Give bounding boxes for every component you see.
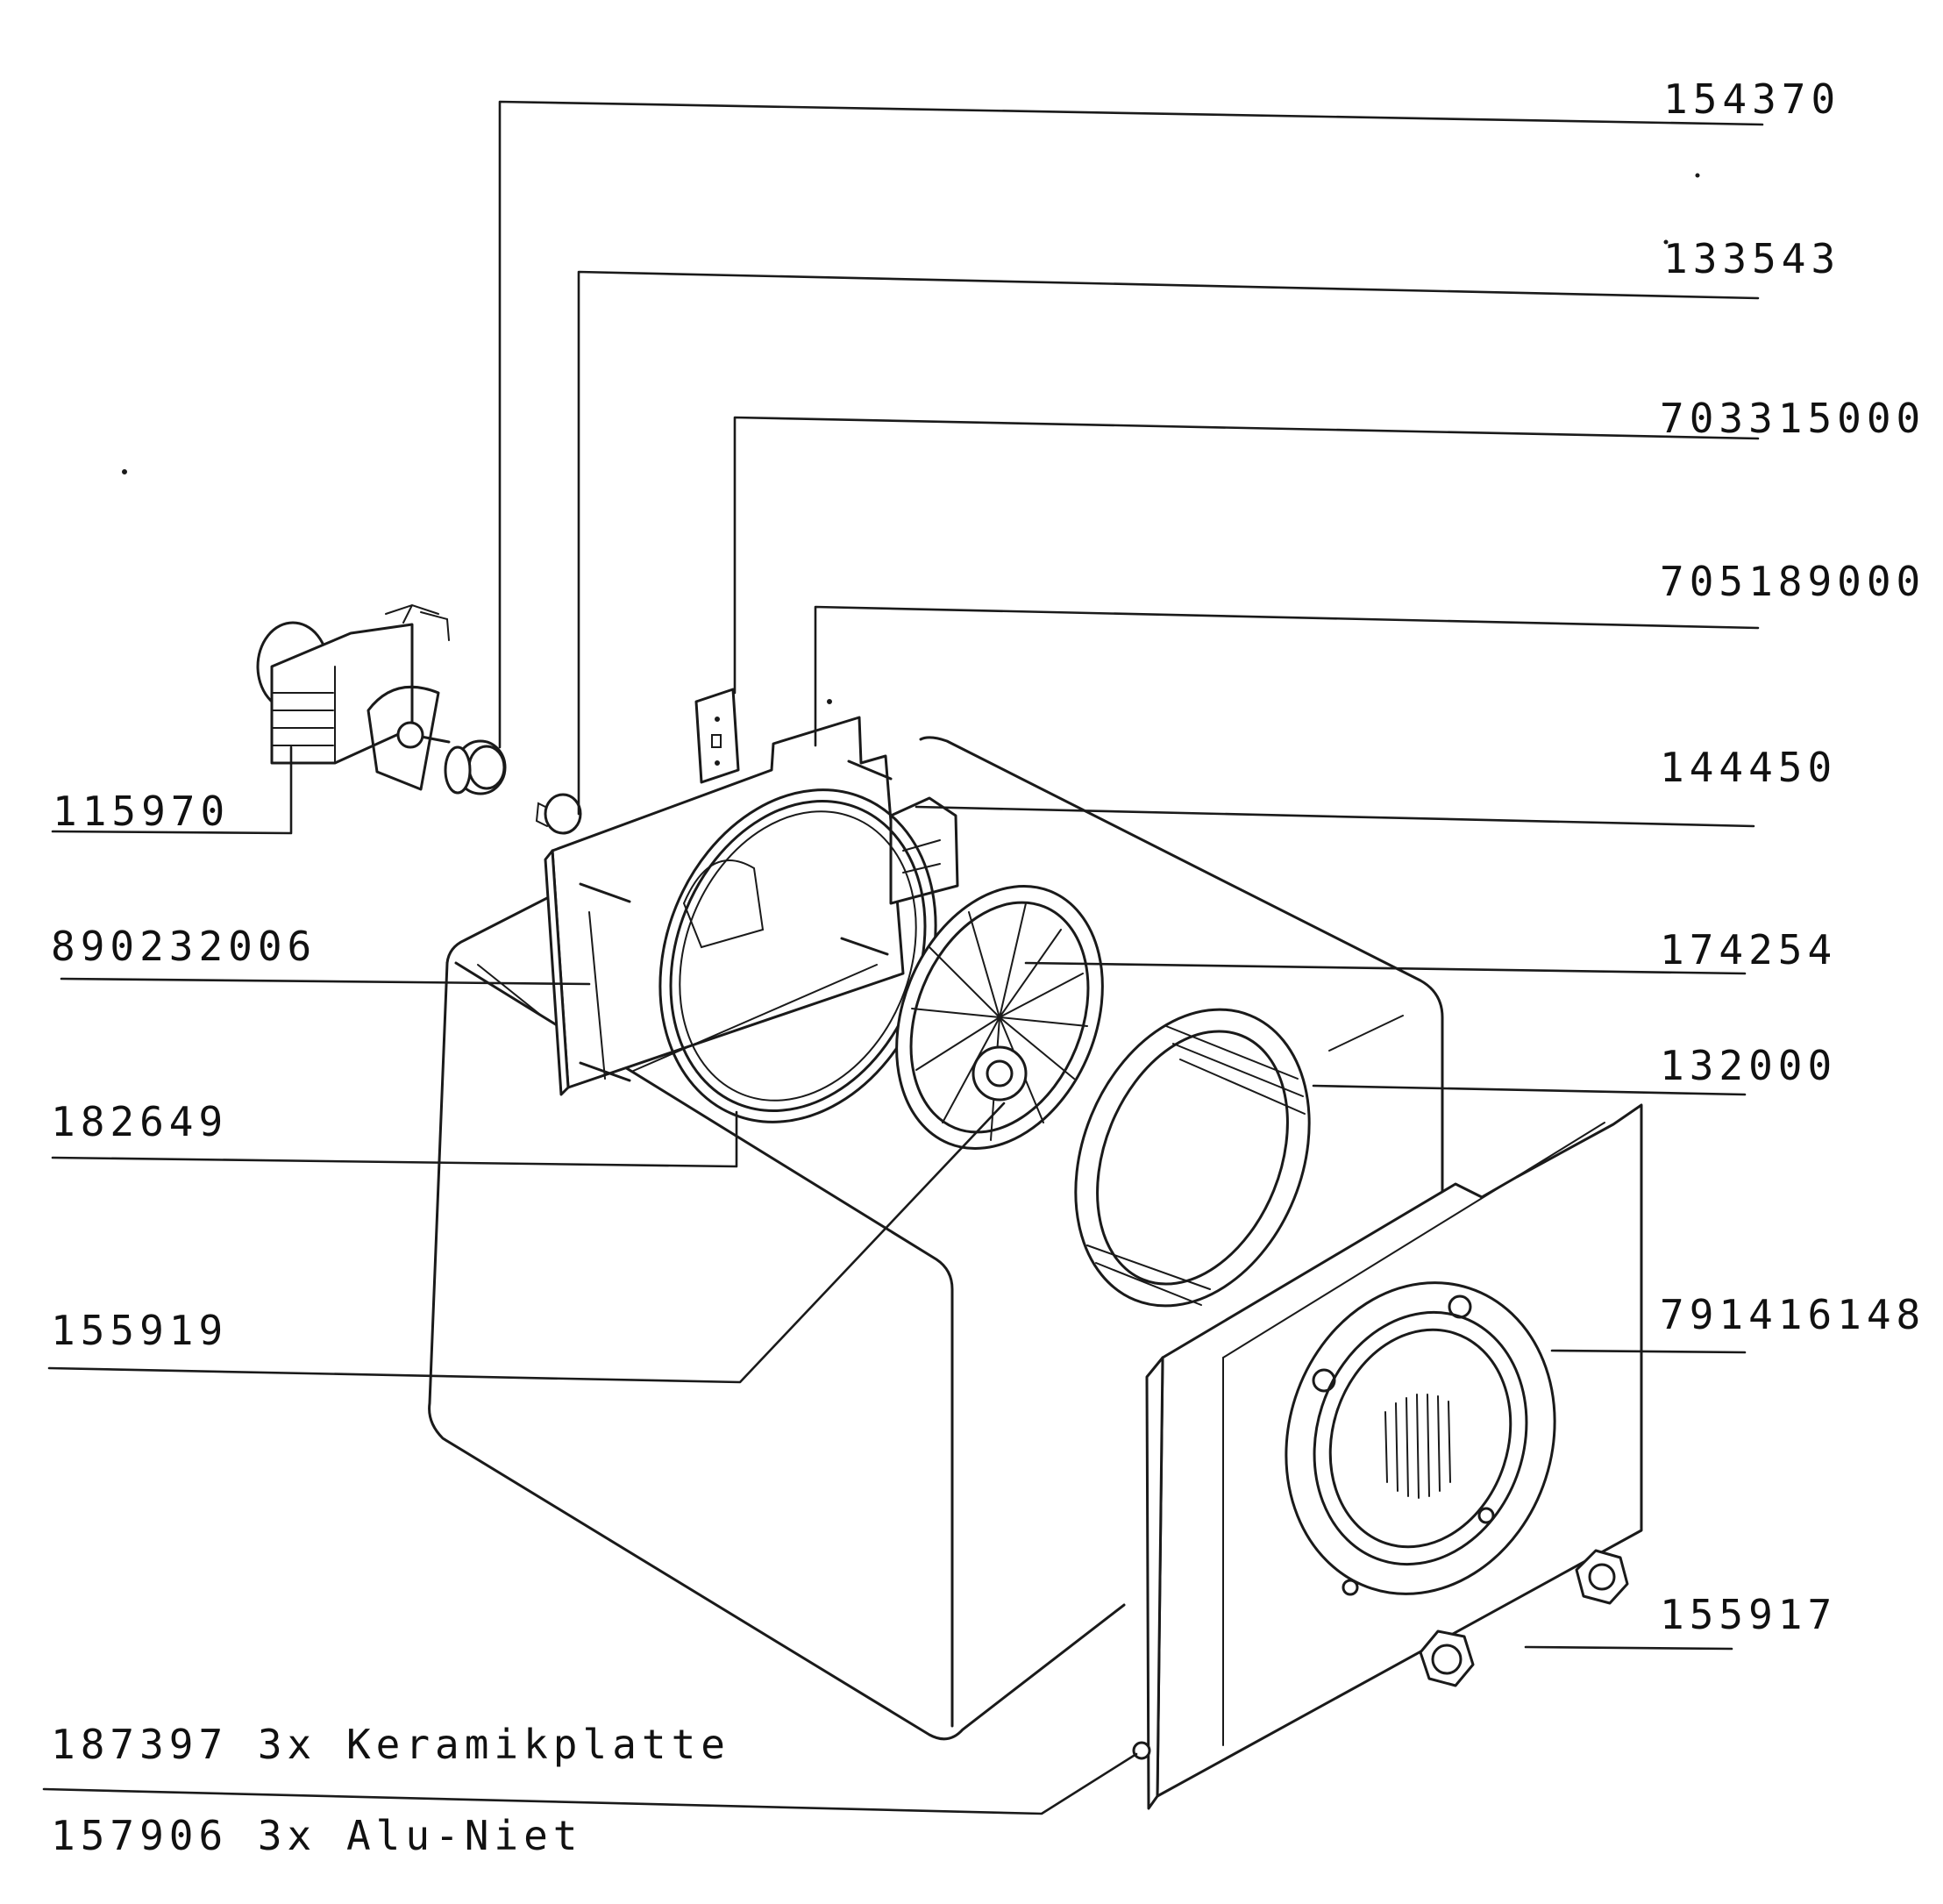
part-label-705189000: 705189000 <box>1660 558 1926 605</box>
speck <box>827 699 832 704</box>
part-label-144450: 144450 <box>1660 744 1838 791</box>
alu-rivet <box>1132 1741 1151 1760</box>
fan-motor <box>256 603 451 791</box>
part-label-174254: 174254 <box>1660 926 1838 973</box>
speck <box>1663 239 1669 245</box>
oven-cavity-housing <box>428 736 1444 1741</box>
front-cover-panel <box>1145 1103 1643 1810</box>
part-label-133543: 133543 <box>1663 235 1841 282</box>
mounting-studs <box>579 759 893 1082</box>
part-label-791416148: 791416148 <box>1660 1291 1926 1338</box>
part-label-132000: 132000 <box>1660 1042 1838 1089</box>
part-label-155917: 155917 <box>1660 1591 1838 1638</box>
back-panel <box>477 716 905 1096</box>
fan-wheel <box>895 884 1104 1151</box>
fixing-nuts <box>1419 1549 1629 1687</box>
leader-lines <box>42 100 1764 1815</box>
terminal-bracket <box>694 688 740 784</box>
part-label-890232006: 890232006 <box>51 923 317 970</box>
note-keramikplatte: 187397 3x Keramikplatte <box>51 1721 730 1768</box>
shaft-bushing <box>444 739 507 795</box>
speck <box>122 469 127 474</box>
motor-bracket <box>889 796 959 905</box>
speck <box>1695 173 1700 178</box>
part-label-703315000: 703315000 <box>1660 395 1926 442</box>
note-alu-niet: 157906 3x Alu-Niet <box>51 1812 583 1859</box>
part-label-155919: 155919 <box>51 1307 229 1354</box>
part-label-154370: 154370 <box>1663 75 1841 123</box>
inner-aperture <box>682 859 765 949</box>
part-label-115970: 115970 <box>53 788 231 835</box>
part-label-182649: 182649 <box>51 1098 229 1145</box>
ring-heating-element <box>1074 1008 1311 1308</box>
small-cap <box>535 793 582 835</box>
